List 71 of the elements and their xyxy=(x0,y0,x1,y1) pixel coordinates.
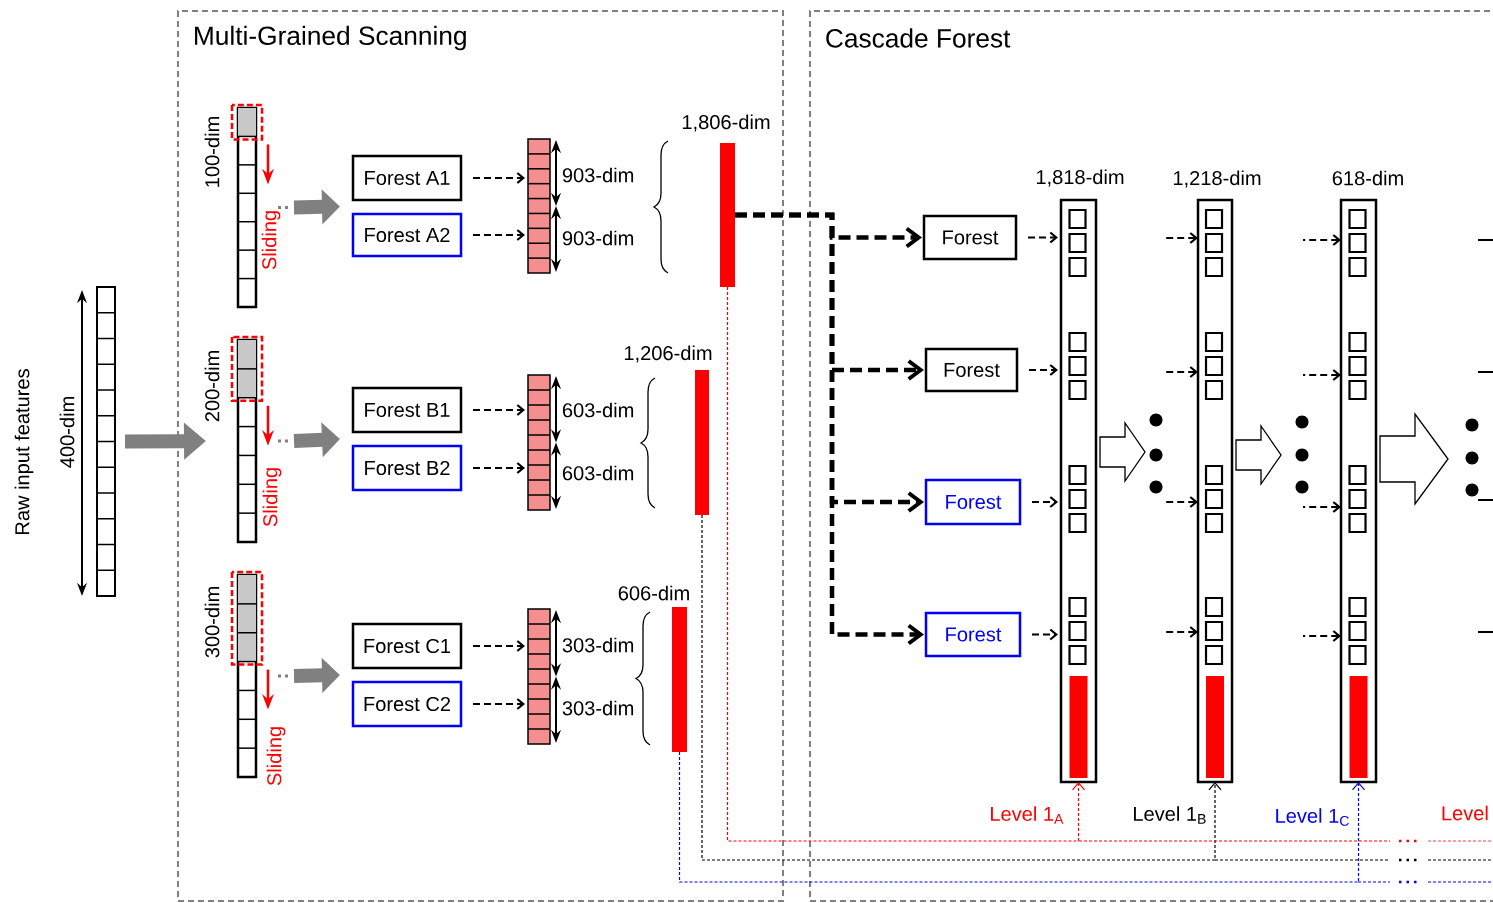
feature-vector xyxy=(527,608,551,745)
arrow xyxy=(473,404,525,416)
feedback-arrow xyxy=(701,514,1222,861)
forest-box: Forest B2 xyxy=(351,444,463,492)
forest-box: Forest C1 xyxy=(351,622,463,670)
sliding-label: Sliding xyxy=(262,468,282,527)
forest-box: Forest xyxy=(924,611,1022,658)
level-label: Level 1$_{A}$ xyxy=(991,806,1064,824)
concatenated-vector xyxy=(672,607,687,752)
dimension-label: 1,206-dim xyxy=(624,345,712,363)
dimension-label: 100-dim xyxy=(204,117,220,187)
feature-vector xyxy=(230,335,264,544)
arrow xyxy=(735,212,924,646)
dimension-label: 200-dim xyxy=(204,351,220,422)
feature-vector xyxy=(230,570,264,779)
forest-box: Forest A1 xyxy=(351,154,463,202)
dimension-label: 1,818-dim xyxy=(1036,169,1124,187)
dimension-label: 903-dim xyxy=(562,167,634,183)
arrow xyxy=(473,172,525,184)
dimension-label: 300-dim xyxy=(204,587,220,658)
arrow xyxy=(1028,231,1058,244)
dimension-label: 303-dim xyxy=(562,700,634,716)
forest-box: Forest xyxy=(922,214,1018,261)
hollow-arrow xyxy=(1235,423,1282,487)
feature-vector xyxy=(527,374,551,511)
concatenated-vector xyxy=(720,143,735,287)
arrow xyxy=(1029,364,1058,376)
arrow xyxy=(473,698,525,710)
arrow xyxy=(1303,234,1341,246)
dimension-label: 400-dim xyxy=(59,397,75,468)
dimension-label: 618-dim xyxy=(1332,170,1403,186)
level-label: Level xyxy=(1442,805,1488,821)
dimension-label: 603-dim xyxy=(562,465,634,481)
concatenated-vector xyxy=(695,370,709,515)
arrow xyxy=(1165,626,1198,638)
level-label: Level 1$_{C}$ xyxy=(1276,808,1349,826)
forest-box: Forest xyxy=(924,347,1019,393)
class-vector-column xyxy=(1196,198,1234,784)
arrow xyxy=(1165,232,1198,244)
arrow xyxy=(1303,501,1341,513)
forest-box: Forest xyxy=(924,478,1022,526)
hollow-arrow xyxy=(1099,420,1146,484)
arrow xyxy=(1032,496,1058,508)
level-label: Level 1$_{B}$ xyxy=(1134,806,1206,824)
hollow-arrow xyxy=(1379,412,1449,506)
axis-label: Raw input features xyxy=(14,369,34,534)
feedback-arrow xyxy=(726,286,1086,842)
arrow xyxy=(1303,630,1341,642)
class-vector-column xyxy=(1339,198,1378,784)
class-vector-column xyxy=(1059,198,1098,784)
arrow xyxy=(1165,496,1198,508)
forest-box: Forest B1 xyxy=(351,386,463,434)
arrow xyxy=(1032,628,1058,641)
arrow xyxy=(1303,369,1341,381)
dimension-label: 606-dim xyxy=(618,585,689,601)
forest-box: Forest A2 xyxy=(351,212,463,258)
forest-box: Forest C2 xyxy=(351,680,463,728)
sliding-label: Sliding xyxy=(266,727,286,786)
dimension-label: 603-dim xyxy=(562,402,634,418)
dimension-label: 1,806-dim xyxy=(682,114,770,132)
sliding-label: Sliding xyxy=(261,211,281,270)
arrow xyxy=(473,462,525,474)
arrow xyxy=(473,229,525,241)
dimension-label: 1,218-dim xyxy=(1173,170,1261,188)
feedback-arrow xyxy=(678,751,1366,883)
feature-vector xyxy=(527,138,551,274)
dimension-label: 903-dim xyxy=(562,230,634,246)
arrow xyxy=(473,640,525,652)
dimension-label: 303-dim xyxy=(562,637,634,653)
input-vector xyxy=(96,286,116,597)
arrow xyxy=(1165,366,1198,378)
